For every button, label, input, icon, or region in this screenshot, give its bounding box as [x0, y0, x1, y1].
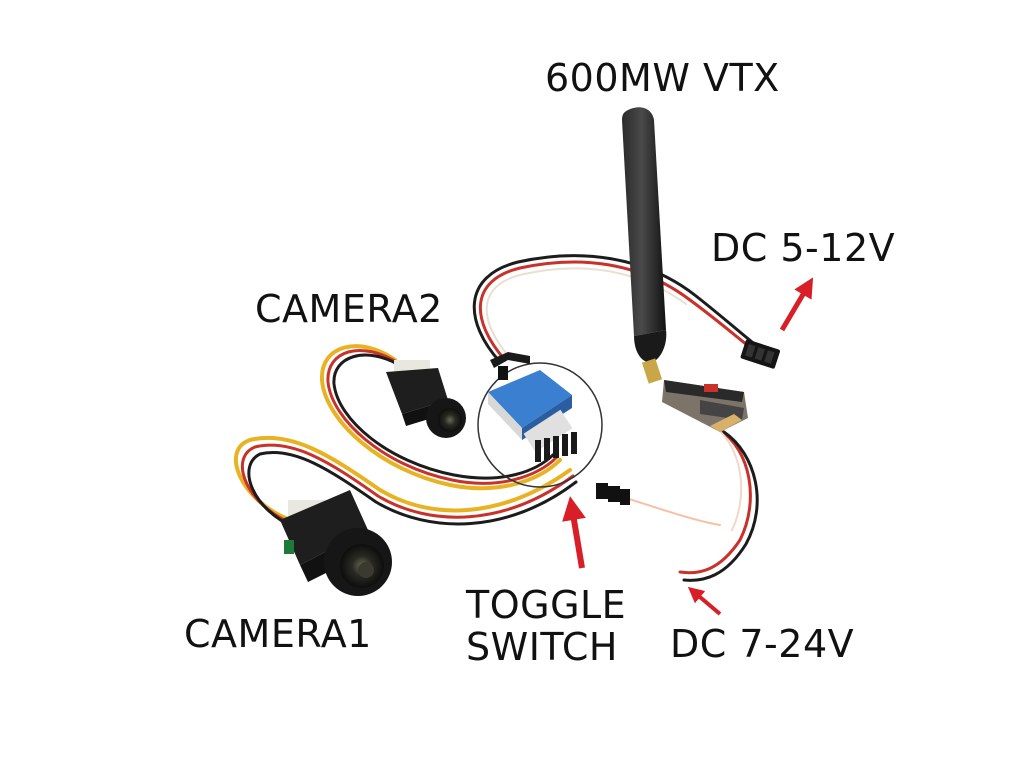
- camera1: [280, 490, 392, 596]
- camera2: [386, 360, 466, 438]
- camera1-wires: [233, 435, 578, 530]
- switch-header-pins: [535, 432, 577, 462]
- dc-5-12v-plug: [740, 339, 780, 369]
- arrow-dc-7-24v: [687, 586, 722, 616]
- camera2-wires: [319, 344, 562, 491]
- arrow-dc-5-12v: [779, 277, 814, 332]
- label-camera2: CAMERA2: [255, 287, 443, 331]
- label-dc-7-24v: DC 7-24V: [670, 622, 855, 666]
- toggle-switch-board: [477, 352, 603, 488]
- power-wires-7-24v: [599, 427, 759, 582]
- label-toggle-switch: TOGGLE SWITCH: [466, 584, 626, 668]
- label-dc-5-12v: DC 5-12V: [711, 226, 896, 270]
- power-wires-5-12v: [472, 254, 764, 364]
- vtx-antenna: [622, 107, 667, 384]
- arrow-toggle-switch: [562, 496, 586, 569]
- label-toggle-line1: TOGGLE: [466, 583, 627, 627]
- label-toggle-line2: SWITCH: [466, 625, 618, 669]
- label-600mw-vtx: 600MW VTX: [545, 56, 780, 100]
- switch-output-connectors: [596, 483, 630, 505]
- vtx-module: [662, 380, 748, 432]
- label-camera1: CAMERA1: [184, 612, 372, 656]
